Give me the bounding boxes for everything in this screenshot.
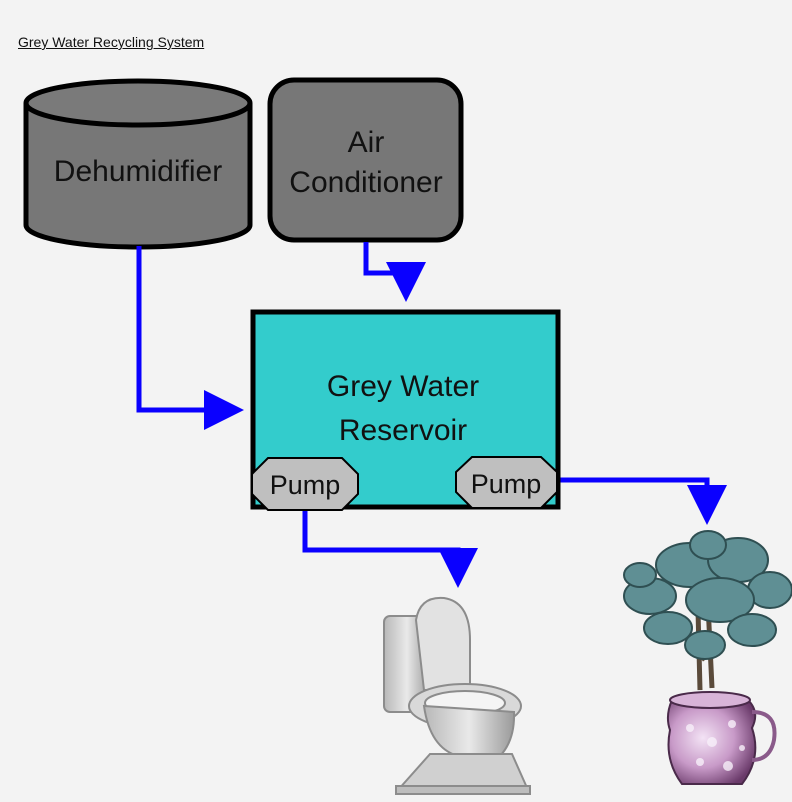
arrow-pump-to-toilet bbox=[302, 508, 478, 588]
flow-arrows bbox=[136, 242, 727, 588]
air-conditioner-node: Air Conditioner bbox=[267, 77, 464, 243]
reservoir-label-line1: Grey Water bbox=[327, 370, 479, 403]
dehumidifier-label: Dehumidifier bbox=[54, 155, 222, 188]
arrow-pump-to-plant bbox=[557, 477, 727, 525]
arrow-dehumidifier-to-reservoir bbox=[136, 246, 244, 430]
potted-plant-icon bbox=[623, 530, 792, 785]
reservoir-label-line2: Reservoir bbox=[339, 414, 467, 447]
arrow-ac-to-reservoir bbox=[363, 242, 426, 302]
pump-right: Pump bbox=[455, 456, 558, 509]
air-conditioner-label-line1: Air bbox=[348, 126, 385, 159]
dehumidifier-node: Dehumidifier bbox=[23, 78, 253, 250]
pump-right-label: Pump bbox=[471, 469, 542, 499]
diagram-title: Grey Water Recycling System bbox=[18, 34, 205, 50]
air-conditioner-label-line2: Conditioner bbox=[289, 166, 442, 199]
toilet-icon bbox=[383, 596, 531, 795]
pump-left-label: Pump bbox=[270, 470, 341, 500]
pump-left: Pump bbox=[251, 457, 359, 511]
